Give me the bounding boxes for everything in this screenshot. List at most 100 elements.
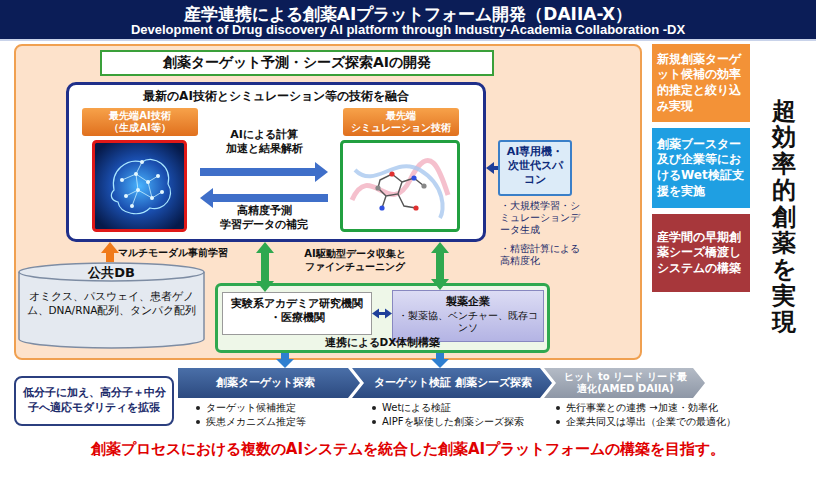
- label-holder: AIPFを駆使した創薬シーズ探索: [372, 415, 542, 429]
- label-holder: ・大規模学習・シミュレーションデータ生成: [500, 200, 584, 236]
- bullet-dot: [556, 406, 560, 410]
- node-text: 連携によるDX体制構築: [218, 336, 547, 350]
- connector-shaft: [281, 353, 289, 360]
- node-text: 新規創薬ターゲット候補の効率的推定と絞り込み実現: [657, 52, 745, 114]
- connector-arrow: [486, 162, 498, 174]
- edge-label: AI駆動型データ収集と ファインチューニング: [280, 247, 430, 273]
- molecule-image: [340, 140, 460, 232]
- connector-arrow: [101, 242, 119, 262]
- outcome-box: 創薬ブースター及び企業等におけるWet検証支援を実施: [652, 128, 750, 208]
- connector-shaft: [436, 353, 444, 360]
- node-text: 最先端 シミュレーション技術: [343, 108, 459, 136]
- arrow-head: [385, 309, 392, 319]
- arrow-head: [256, 242, 274, 253]
- outcome-box: 産学間の早期創薬シーズ橋渡しシステムの構築: [652, 214, 750, 292]
- edge-label: マルチモーダル事前学習: [118, 246, 240, 260]
- node-text: 実験系アカデミア研究機関 ・医療機関: [223, 293, 371, 330]
- node-text: 産学間の早期創薬シーズ橋渡しシステムの構築: [657, 230, 745, 277]
- node-text: 低分子に加え、高分子＋中分子へ適応モダリティを拡張: [20, 386, 168, 416]
- ai-brain-image: [92, 140, 187, 232]
- label-holder: 疾患メカニズム推定等: [196, 415, 356, 429]
- arrow-head: [431, 359, 449, 368]
- arrow-head: [256, 281, 274, 292]
- node-text: 製薬企業: [393, 291, 543, 309]
- label-text: 疾患メカニズム推定等: [206, 415, 306, 429]
- connector-arrow: [372, 309, 392, 319]
- connector-shaft: [378, 312, 386, 315]
- arrow-head: [486, 162, 494, 174]
- bullet-dot: [556, 420, 560, 424]
- node-text: 公共DB: [18, 264, 205, 282]
- label-text: AIPFを駆使した創薬シーズ探索: [382, 415, 524, 429]
- arrow-head: [431, 242, 449, 253]
- arrow-head: [372, 309, 379, 319]
- edge-label-holder: マルチモーダル事前学習: [118, 246, 240, 260]
- arrow-head: [276, 359, 294, 368]
- edge-label: 高精度予測 学習データの補完: [200, 204, 328, 232]
- label-text: 超効率的創薬を実現: [772, 98, 796, 336]
- node-text: ターゲット検証 創薬シーズ探索: [374, 376, 532, 389]
- simulation-group: 最先端 シミュレーション技術: [328, 108, 473, 235]
- connector-arrow: [431, 242, 449, 290]
- label-holder: 企業共同又は導出（企業での最適化）: [556, 415, 776, 429]
- connector-arrow: [200, 162, 328, 182]
- node-text: 最先端AI技術 （生成AI等）: [82, 108, 198, 136]
- node-text: 創薬ターゲット探索: [216, 376, 315, 389]
- label-text: ・精密計算による高精度化: [500, 243, 584, 267]
- pipeline-chevron: ヒット to リード リード最適化(AMED DAIIA): [544, 368, 705, 398]
- label-text: 企業共同又は導出（企業での最適化）: [566, 415, 736, 429]
- bullet-dot: [196, 420, 200, 424]
- connector-arrow: [276, 353, 294, 368]
- arrow-head: [101, 242, 119, 253]
- modality-box: 低分子に加え、高分子＋中分子へ適応モダリティを拡張: [14, 376, 174, 426]
- edge-label: AIによる計算 加速と結果解析: [200, 128, 328, 156]
- label-text: Development of Drug discovery AI platfor…: [0, 22, 816, 37]
- connector-arrow: [431, 353, 449, 368]
- node-text: AI専用機・次世代スパコン: [500, 142, 570, 189]
- connector-arrow: [256, 242, 274, 292]
- label-holder: ・精密計算による高精度化: [500, 243, 584, 267]
- node-text: オミクス、パスウェイ、患者ゲノム、DNA/RNA配列、タンパク配列: [18, 290, 205, 317]
- pharma-box: 製薬企業・製薬協、ベンチャー、既存コンソ: [392, 290, 544, 342]
- edge-label-holder: AI駆動型データ収集と ファインチューニング: [280, 247, 430, 273]
- connector-shaft: [212, 194, 328, 202]
- supercomputer-box: AI専用機・次世代スパコン: [498, 140, 572, 196]
- label-text: 先行事業との連携 →加速・効率化: [566, 401, 718, 415]
- caption-text: 創薬プロセスにおける複数のAIシステムを統合した創薬AIプラットフォームの構築を…: [0, 440, 816, 459]
- arrow-head: [431, 279, 449, 290]
- node-text: 最新のAI技術とシミュレーション等の技術を融合: [69, 88, 483, 105]
- label-holder: 超効率的創薬を実現: [772, 98, 802, 336]
- connector-shaft: [436, 252, 444, 280]
- edge-label-holder: AIによる計算 加速と結果解析: [200, 128, 328, 156]
- ai-tech-group: 最先端AI技術 （生成AI等）: [80, 108, 200, 235]
- node-text: 創薬ターゲット予測・シーズ探索AIの開発: [100, 50, 494, 76]
- bullet-dot: [196, 406, 200, 410]
- bullet-dot: [372, 420, 376, 424]
- label-text: ターゲット候補推定: [206, 401, 296, 415]
- collaboration-box: 実験系アカデミア研究機関 ・医療機関製薬企業・製薬協、ベンチャー、既存コンソ連携…: [215, 283, 550, 353]
- bullet-dot: [372, 406, 376, 410]
- label-text: ・大規模学習・シミュレーションデータ生成: [500, 200, 584, 236]
- label-holder: 先行事業との連携 →加速・効率化: [556, 401, 776, 415]
- arrow-head: [315, 162, 328, 182]
- label-holder: Development of Drug discovery AI platfor…: [0, 22, 816, 37]
- node-text: ・製薬協、ベンチャー、既存コンソ: [393, 309, 543, 337]
- outcome-box: 新規創薬ターゲット候補の効率的推定と絞り込み実現: [652, 44, 750, 122]
- connector-shaft: [261, 252, 269, 282]
- pipeline-chevron: ターゲット検証 創薬シーズ探索: [352, 368, 552, 398]
- academia-box: 実験系アカデミア研究機関 ・医療機関: [222, 292, 372, 335]
- caption-holder: 創薬プロセスにおける複数のAIシステムを統合した創薬AIプラットフォームの構築を…: [0, 440, 816, 459]
- node-text: ヒット to リード リード最適化(AMED DAIIA): [560, 371, 691, 395]
- connector-arrow: [200, 188, 328, 208]
- connector-shaft: [106, 252, 114, 262]
- node-text: 創薬ブースター及び企業等におけるWet検証支援を実施: [657, 137, 745, 199]
- connector-shaft: [200, 168, 316, 176]
- label-holder: ターゲット候補推定: [196, 401, 356, 415]
- arrow-head: [200, 188, 213, 208]
- connector-shaft: [493, 166, 498, 170]
- database-node: 公共DB オミクス、パスウェイ、患者ゲノム、DNA/RNA配列、タンパク配列: [18, 262, 205, 349]
- pipeline-chevron: 創薬ターゲット探索: [178, 368, 360, 398]
- label-text: Wetによる検証: [382, 401, 451, 415]
- edge-label-holder: 高精度予測 学習データの補完: [200, 204, 328, 232]
- label-holder: Wetによる検証: [372, 401, 542, 415]
